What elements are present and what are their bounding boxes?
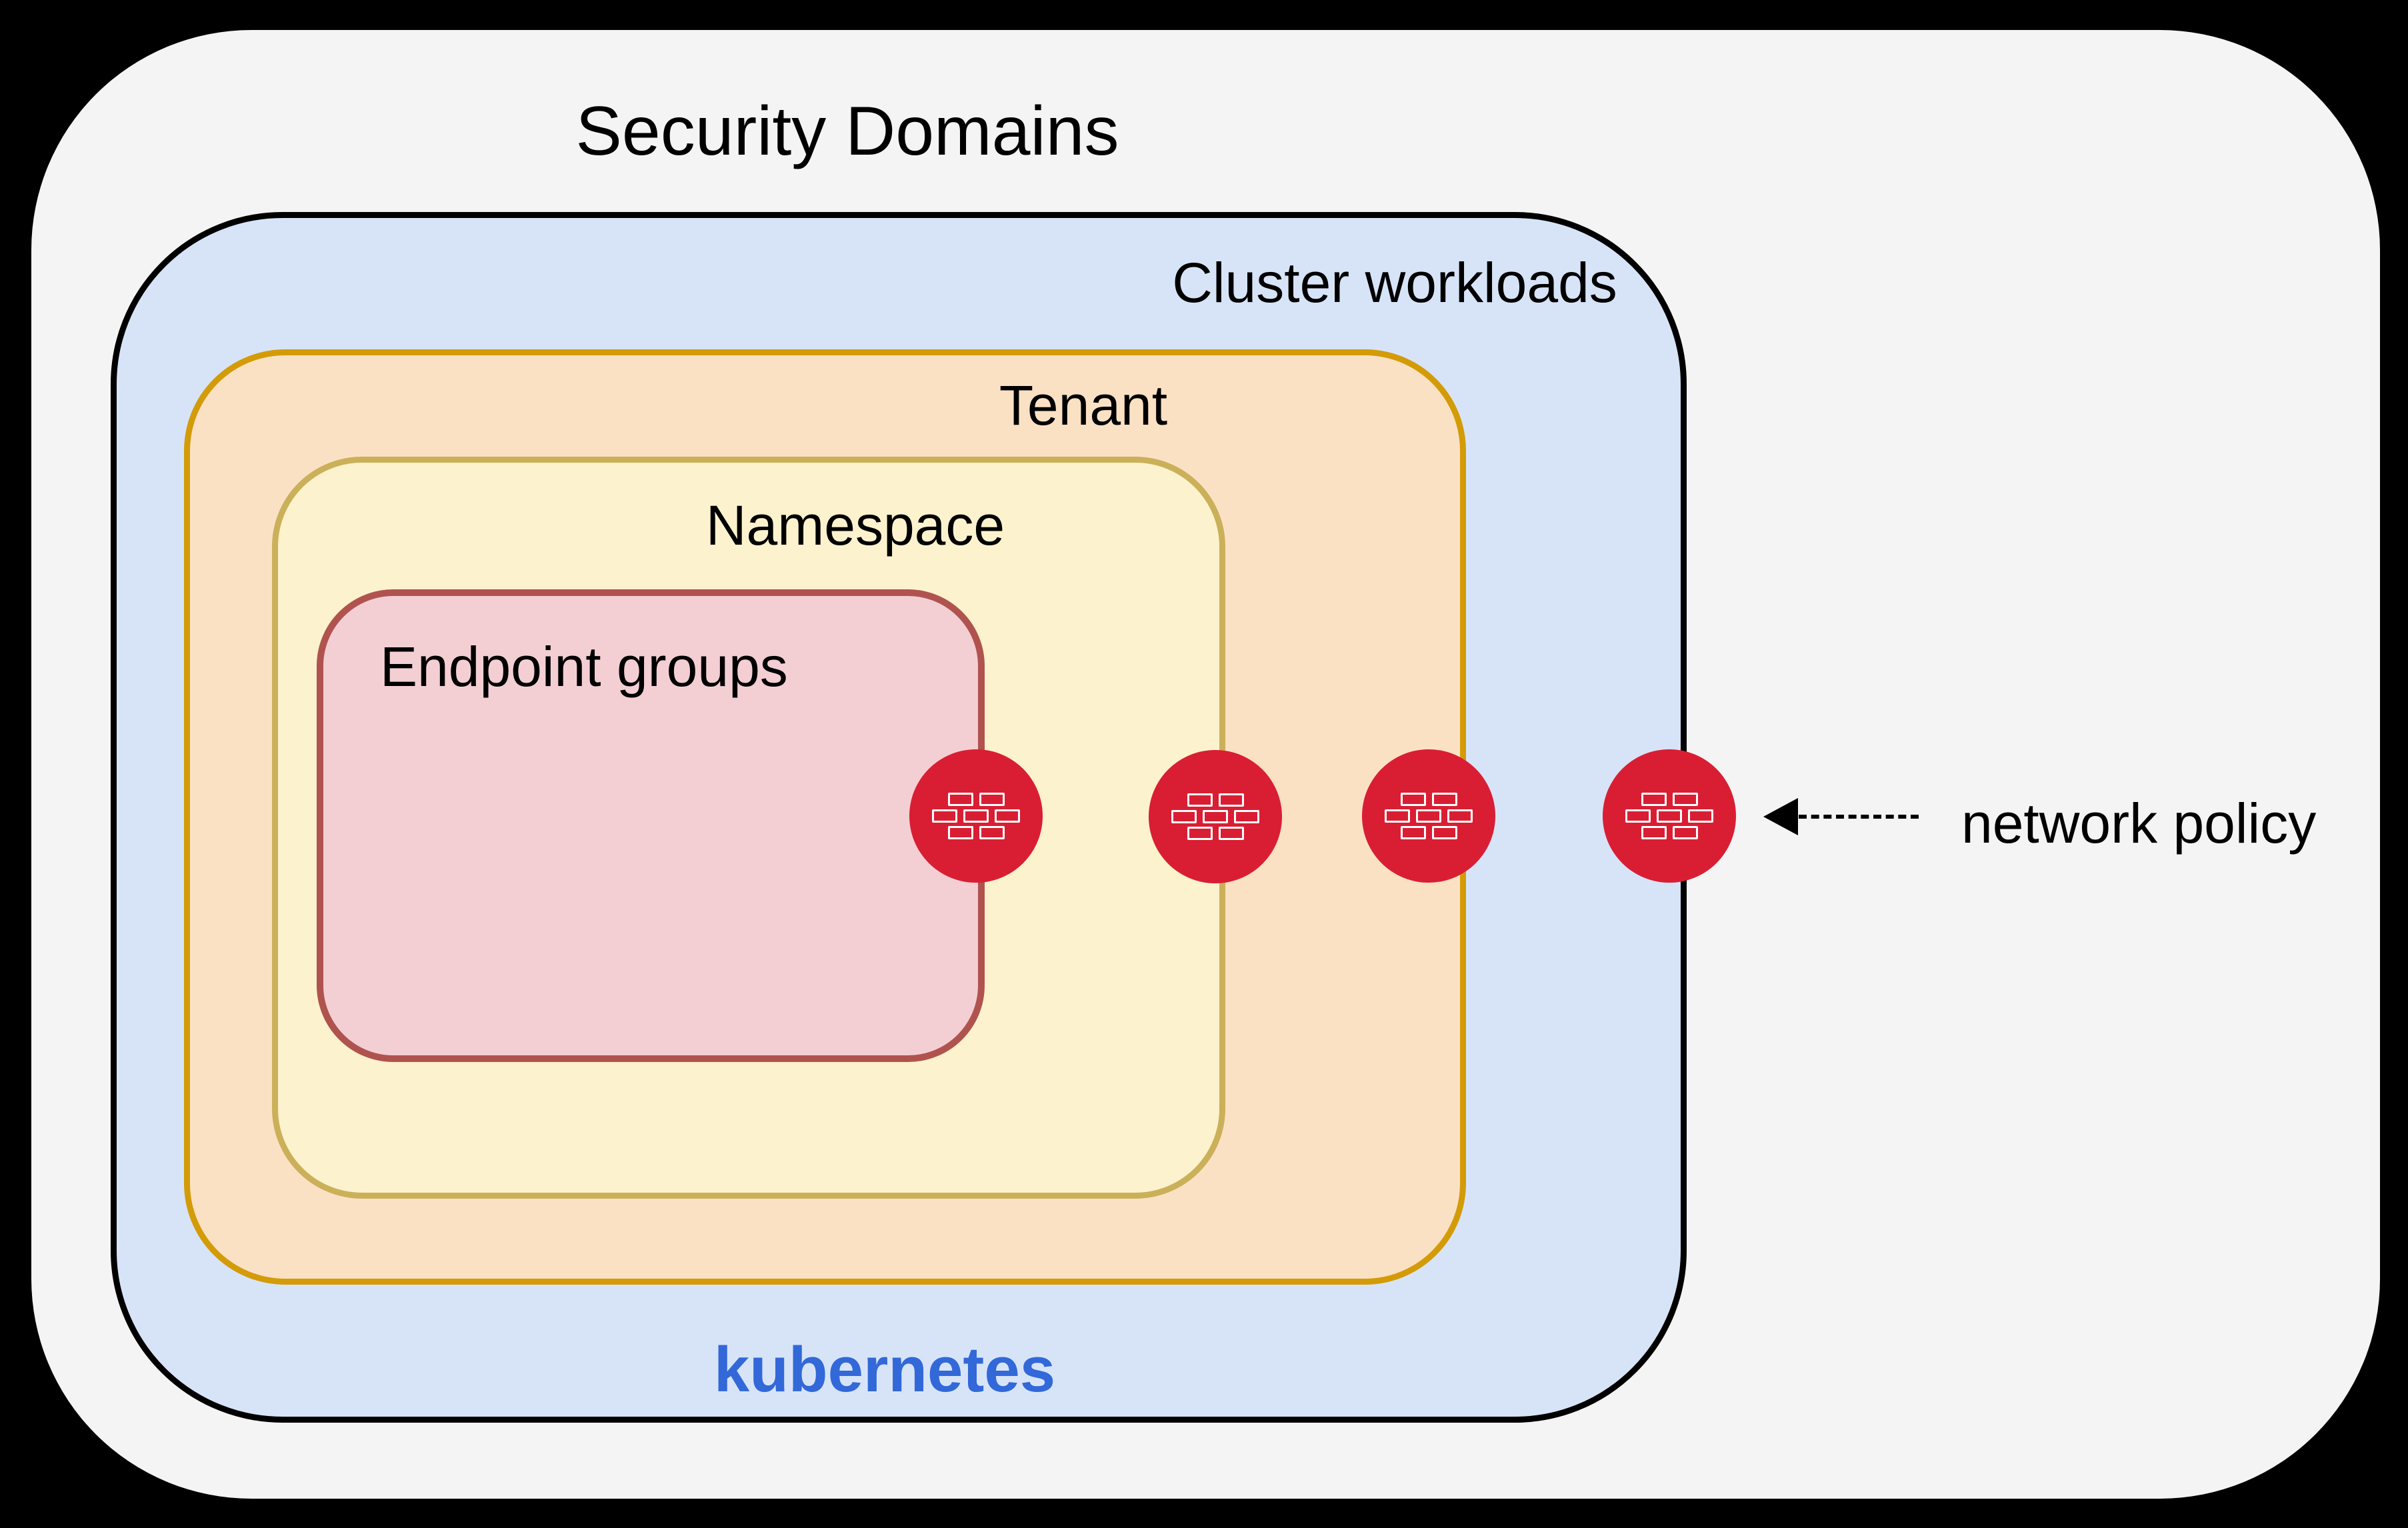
- brick-row: [1171, 810, 1259, 823]
- brick: [932, 809, 957, 823]
- brick: [1431, 793, 1457, 806]
- tenant-label: Tenant: [999, 374, 1168, 437]
- brick: [1641, 793, 1667, 806]
- endpoint-groups-label: Endpoint groups: [380, 635, 788, 698]
- brick: [947, 826, 973, 839]
- brick: [963, 809, 989, 823]
- brick: [1218, 793, 1244, 807]
- brick: [1385, 809, 1410, 823]
- dashed-arrow: [1799, 815, 1919, 819]
- brick: [1187, 793, 1213, 807]
- brick: [979, 793, 1005, 806]
- brick-row: [1625, 809, 1713, 823]
- page-title: Security Domains: [575, 93, 1119, 170]
- network-policy-label: network policy: [1961, 792, 2317, 855]
- brick-row: [1641, 826, 1698, 839]
- firewall-icon-cluster-boundary: [1603, 749, 1736, 883]
- arrow-head-icon: [1763, 798, 1798, 835]
- brick: [995, 809, 1020, 823]
- brick-row: [932, 809, 1020, 823]
- firewall-icon-namespace-boundary: [1149, 750, 1282, 883]
- brick-row: [1400, 793, 1457, 806]
- cluster-workloads-label: Cluster workloads: [1172, 251, 1617, 314]
- brick: [947, 793, 973, 806]
- brick: [1657, 809, 1682, 823]
- brick-wall-icon: [932, 793, 1020, 839]
- brick-row: [1400, 826, 1457, 839]
- brick: [1400, 793, 1426, 806]
- brick: [1447, 809, 1473, 823]
- brick: [1203, 810, 1228, 823]
- brick-row: [1641, 793, 1698, 806]
- brick-wall-icon: [1625, 793, 1713, 839]
- brick-row: [1187, 827, 1244, 840]
- brick: [1641, 826, 1667, 839]
- brick: [1431, 826, 1457, 839]
- endpoint-groups-box: [317, 589, 985, 1062]
- brick-row: [947, 826, 1005, 839]
- brick: [1171, 810, 1197, 823]
- brick: [1625, 809, 1651, 823]
- namespace-label: Namespace: [705, 494, 1005, 557]
- brick-wall-icon: [1171, 793, 1259, 840]
- brick-row: [1187, 793, 1244, 807]
- brick-row: [947, 793, 1005, 806]
- brick: [1416, 809, 1441, 823]
- brick: [1218, 827, 1244, 840]
- brick-wall-icon: [1385, 793, 1473, 839]
- brick: [1187, 827, 1213, 840]
- kubernetes-label: kubernetes: [713, 1334, 1056, 1405]
- brick: [1672, 826, 1698, 839]
- brick: [1672, 793, 1698, 806]
- brick: [979, 826, 1005, 839]
- firewall-icon-endpoint-boundary: [909, 749, 1043, 883]
- brick-row: [1385, 809, 1473, 823]
- firewall-icon-tenant-boundary: [1362, 749, 1495, 883]
- brick: [1400, 826, 1426, 839]
- brick: [1688, 809, 1713, 823]
- brick: [1234, 810, 1259, 823]
